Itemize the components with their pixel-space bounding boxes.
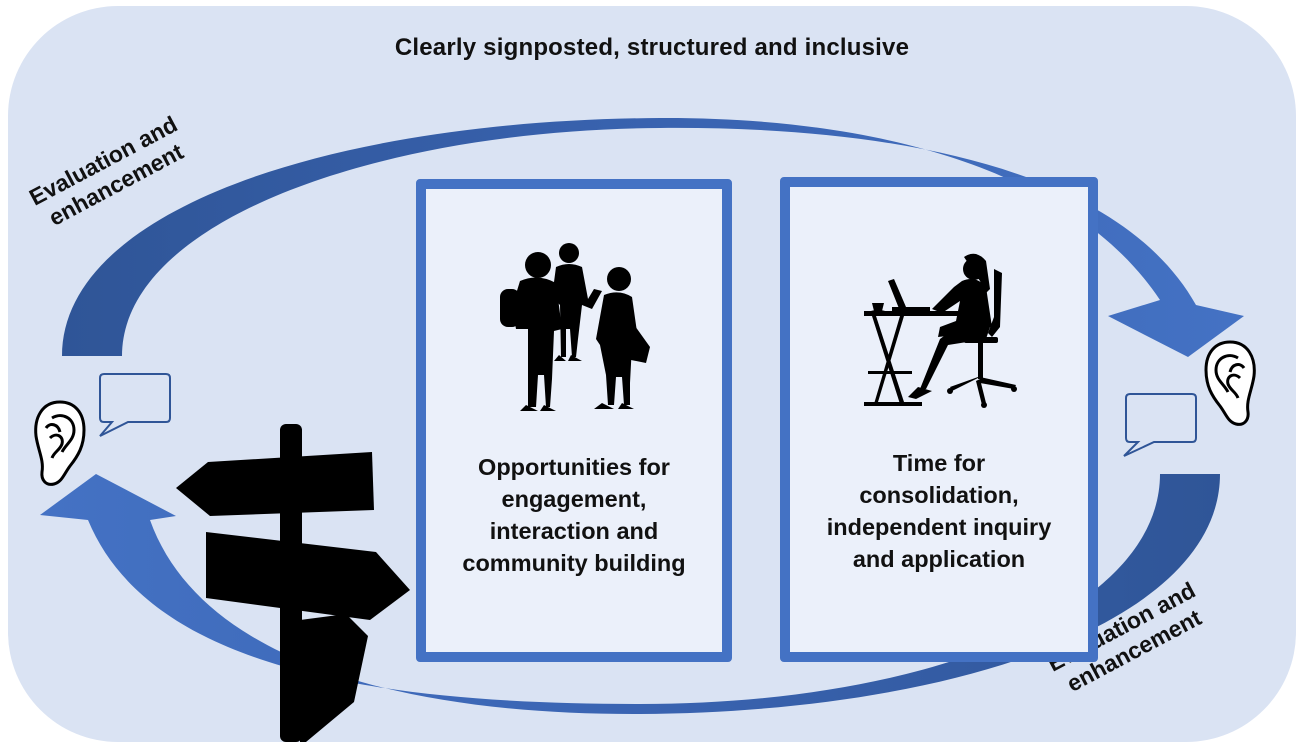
person-at-desk-icon (864, 253, 1017, 408)
ear-icon (34, 400, 86, 486)
consolidation-card-text: Time for consolidation, independent inqu… (790, 447, 1088, 575)
diagram-title: Clearly signposted, structured and inclu… (394, 34, 910, 61)
consolidation-line-4: and application (852, 546, 1026, 572)
speech-bubble-icon (1123, 393, 1197, 457)
consolidation-line-1: Time for (892, 450, 986, 476)
ear-icon (1204, 340, 1256, 426)
engagement-card-text: Opportunities for engagement, interactio… (426, 451, 722, 579)
engagement-line-2: engagement, (501, 486, 647, 512)
engagement-line-3: interaction and (489, 518, 659, 544)
group-of-students-icon (500, 243, 650, 411)
engagement-line-4: community building (462, 550, 686, 576)
engagement-card: Opportunities for engagement, interactio… (416, 179, 732, 662)
speech-bubble-icon (99, 373, 171, 437)
consolidation-card: Time for consolidation, independent inqu… (780, 177, 1098, 662)
consolidation-line-2: consolidation, (859, 482, 1019, 508)
engagement-line-1: Opportunities for (478, 454, 670, 480)
consolidation-line-3: independent inquiry (826, 514, 1052, 540)
